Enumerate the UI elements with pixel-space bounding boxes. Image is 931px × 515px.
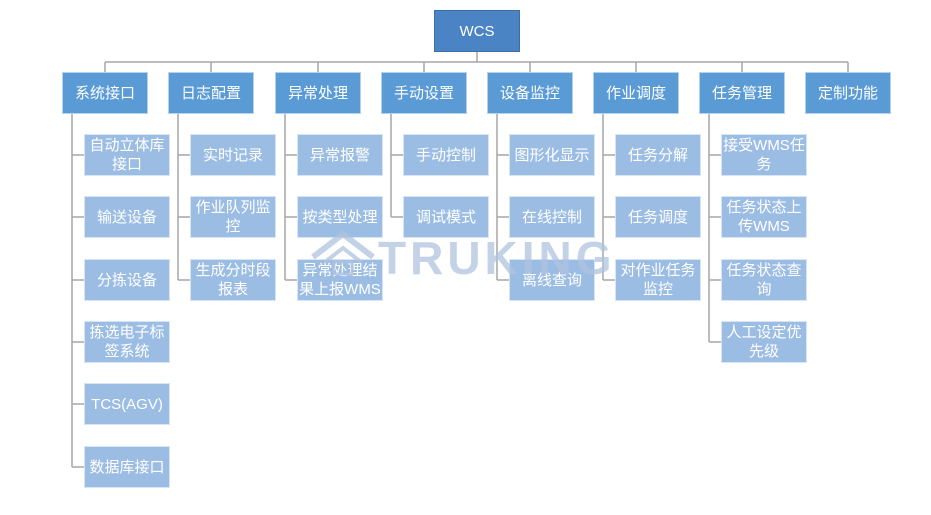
node-task-status-query: 任务状态查询: [721, 259, 807, 301]
node-conveyor-equipment: 输送设备: [84, 196, 170, 238]
module-device-monitoring: 设备监控: [487, 72, 573, 114]
node-manual-control: 手动控制: [403, 134, 489, 176]
module-job-scheduling: 作业调度: [593, 72, 679, 114]
node-report-results-to-wms: 异常处理结果上报WMS: [297, 259, 383, 301]
module-system-interface: 系统接口: [62, 72, 148, 114]
module-custom-functions: 定制功能: [805, 72, 891, 114]
node-task-decomposition: 任务分解: [615, 134, 701, 176]
node-tcs-agv: TCS(AGV): [84, 383, 170, 425]
node-task-dispatch: 任务调度: [615, 196, 701, 238]
node-online-control: 在线控制: [509, 196, 595, 238]
node-job-queue-monitoring: 作业队列监控: [190, 196, 276, 238]
node-manual-priority-setting: 人工设定优先级: [721, 321, 807, 363]
node-pick-to-light-system: 拣选电子标签系统: [84, 321, 170, 363]
node-database-interface: 数据库接口: [84, 446, 170, 488]
node-debug-mode: 调试模式: [403, 196, 489, 238]
node-offline-query: 离线查询: [509, 259, 595, 301]
module-log-config: 日志配置: [168, 72, 254, 114]
node-automated-warehouse-interface: 自动立体库接口: [84, 134, 170, 176]
module-manual-settings: 手动设置: [381, 72, 467, 114]
node-realtime-logging: 实时记录: [190, 134, 276, 176]
node-job-task-monitoring: 对作业任务监控: [615, 259, 701, 301]
node-upload-task-status-to-wms: 任务状态上传WMS: [721, 196, 807, 238]
node-sorting-equipment: 分拣设备: [84, 259, 170, 301]
node-time-period-reports: 生成分时段报表: [190, 259, 276, 301]
root-node-wcs: WCS: [434, 10, 520, 52]
node-handle-by-type: 按类型处理: [297, 196, 383, 238]
module-exception-handling: 异常处理: [275, 72, 361, 114]
module-task-management: 任务管理: [699, 72, 785, 114]
node-exception-alarm: 异常报警: [297, 134, 383, 176]
node-graphical-display: 图形化显示: [509, 134, 595, 176]
node-receive-wms-tasks: 接受WMS任务: [721, 134, 807, 176]
